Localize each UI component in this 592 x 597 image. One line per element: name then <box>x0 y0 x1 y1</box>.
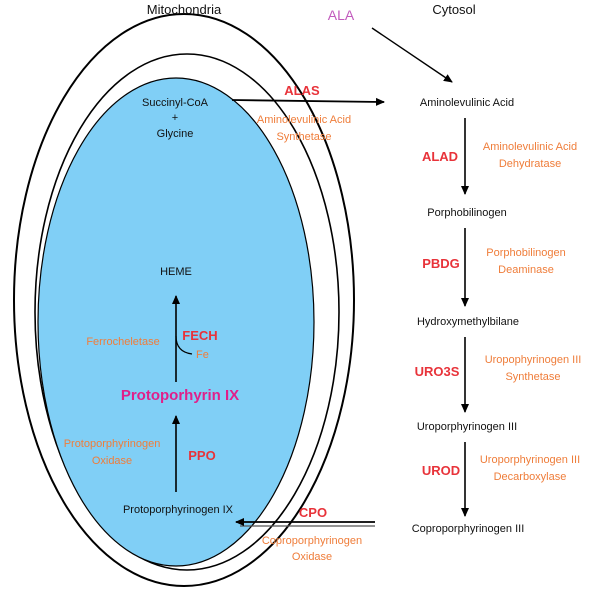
alad-name-line1: Aminolevulinic Acid <box>483 141 577 153</box>
alas-name-line2: Synthetase <box>276 131 331 143</box>
urod-name-line2: Decarboxylase <box>494 471 567 483</box>
mitochondria-header: Mitochondria <box>147 2 222 17</box>
uro3s-name-line1: Uropophyrinogen III <box>485 354 582 366</box>
succinyl-coa-label: Succinyl-CoA <box>142 97 209 109</box>
fech-abbr: FECH <box>182 328 217 343</box>
uroporphyrinogen-iii-label: Uroporphyrinogen III <box>417 421 517 433</box>
coproporphyrinogen-iii-label: Coproporphyrinogen III <box>412 523 525 535</box>
pbdg-abbr: PBDG <box>422 256 460 271</box>
alas-abbr: ALAS <box>284 83 320 98</box>
ala-uptake-arrow <box>371 27 453 83</box>
cpo-name-line1: Coproporphyrinogen <box>262 535 362 547</box>
alad-abbr: ALAD <box>422 149 458 164</box>
alas-name-line1: Aminolevulinic Acid <box>257 114 351 126</box>
glycine-label: Glycine <box>157 128 194 140</box>
pbdg-name-line2: Deaminase <box>498 264 554 276</box>
ppo-abbr: PPO <box>188 448 215 463</box>
cytosol-header: Cytosol <box>432 2 475 17</box>
heme-label: HEME <box>160 266 192 278</box>
uro3s-name-line2: Synthetase <box>505 371 560 383</box>
protoporphyrin-ix-label: Protoporhyrin IX <box>121 387 239 404</box>
pbdg-name-line1: Porphobilinogen <box>486 247 566 259</box>
porphobilinogen-label: Porphobilinogen <box>427 207 507 219</box>
alas-arrow <box>231 97 385 106</box>
urod-name-line1: Uroporphyrinogen III <box>480 454 580 466</box>
ala-header: ALA <box>328 7 355 23</box>
cpo-name-line2: Oxidase <box>292 551 332 563</box>
ppo-name-line1: Protoporphyrinogen <box>64 438 161 450</box>
fe-incorporation-arc <box>175 335 193 355</box>
cpo-abbr: CPO <box>299 505 327 520</box>
protoporphyrinogen-ix-label: Protoporphyrinogen IX <box>123 504 234 516</box>
hydroxymethylbilane-label: Hydroxymethylbilane <box>417 316 519 328</box>
ferrocheletase-label: Ferrocheletase <box>86 336 159 348</box>
fe-label: Fe <box>196 349 209 361</box>
plus-sign: + <box>172 112 178 124</box>
aminolevulinic-acid-label: Aminolevulinic Acid <box>420 97 514 109</box>
urod-abbr: UROD <box>422 463 460 478</box>
uro3s-abbr: URO3S <box>415 364 460 379</box>
ppo-name-line2: Oxidase <box>92 455 132 467</box>
alad-name-line2: Dehydratase <box>499 158 561 170</box>
